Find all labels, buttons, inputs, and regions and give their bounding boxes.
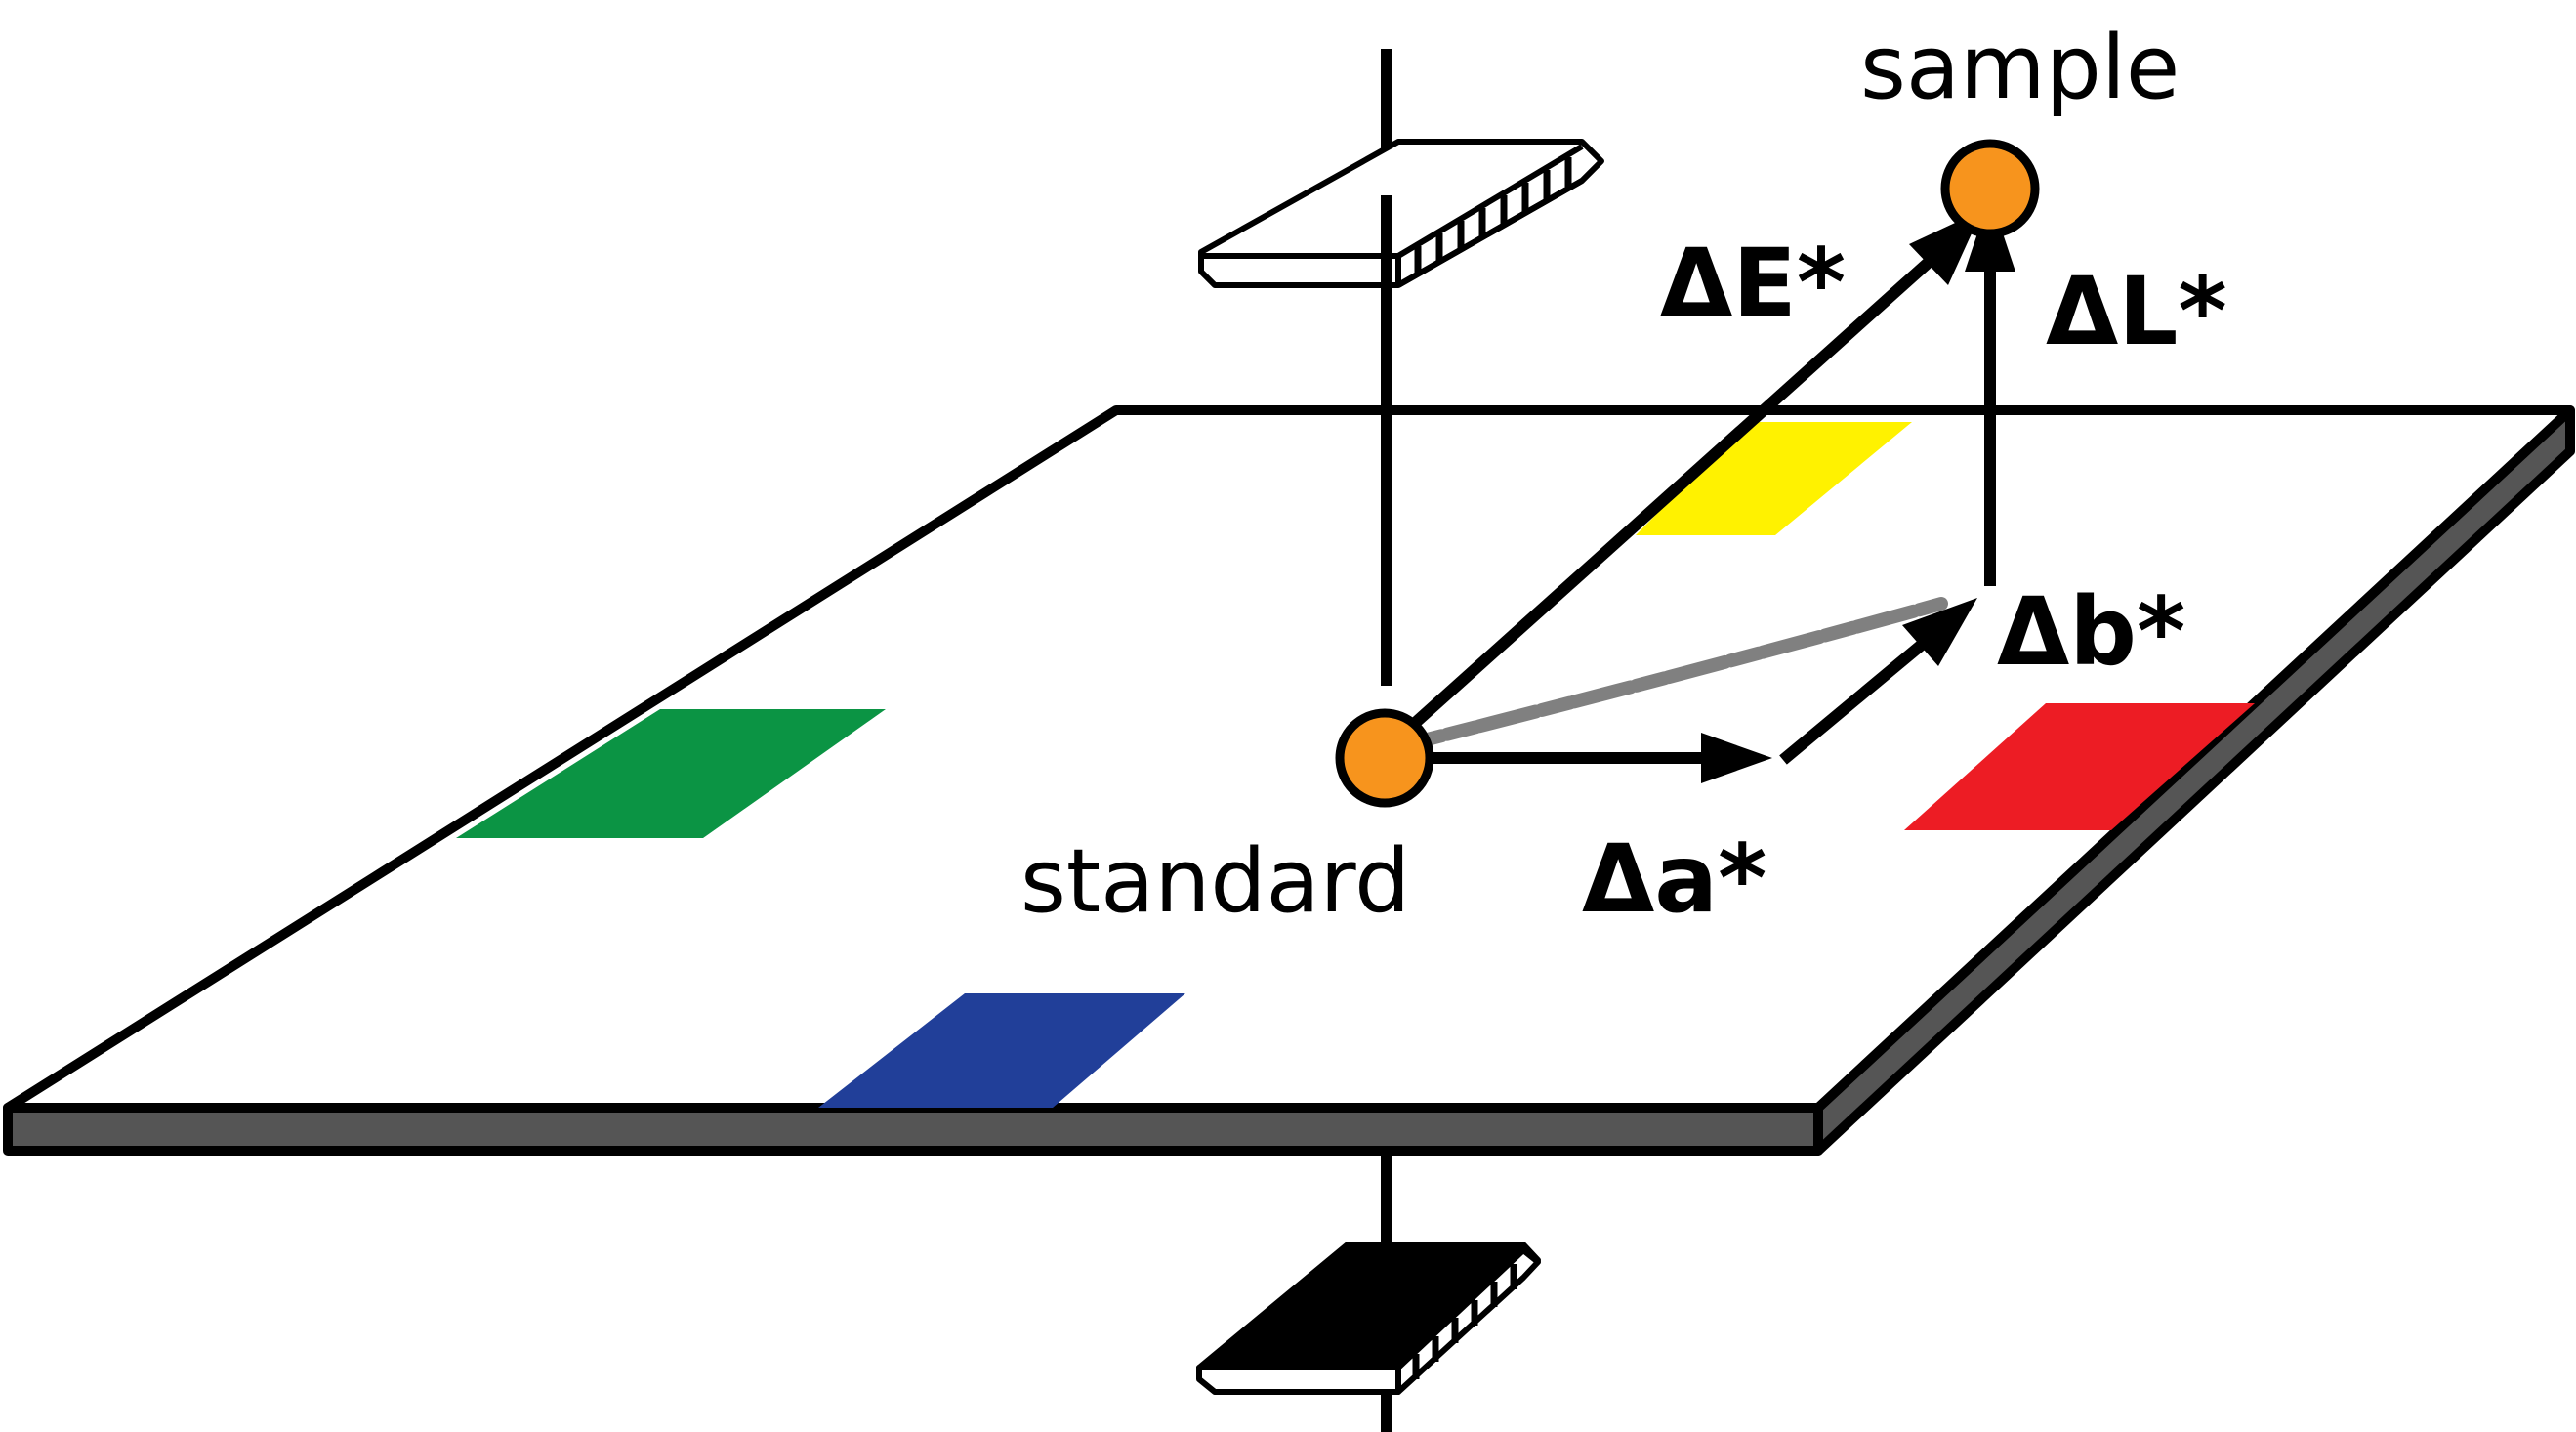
yellow-patch [1636,422,1912,535]
plane-surface [3,405,2575,1113]
delta-b-label: Δb* [1997,577,2185,687]
standard-label: standard [1020,830,1410,933]
blue-patch [818,993,1185,1108]
delta-a-arrowhead [1701,733,1772,783]
standard-point [1335,708,1434,808]
delta-l-label: ΔL* [2046,257,2227,366]
sample-point [1940,139,2040,238]
delta-e-label: ΔE* [1660,229,1846,338]
black-plate-icon [1196,1242,1541,1395]
plane-front-edge [3,1103,1823,1156]
delta-a-label: Δa* [1582,824,1766,934]
delta-b-vector [1779,630,1937,765]
projection-trace [1378,597,1948,757]
white-plate-icon [1198,139,1604,303]
green-patch [456,709,886,838]
delta-e-vector [1380,244,1948,755]
delta-b-arrowhead [1902,598,1977,666]
sample-label: sample [1860,17,2180,119]
red-patch [1904,703,2255,830]
